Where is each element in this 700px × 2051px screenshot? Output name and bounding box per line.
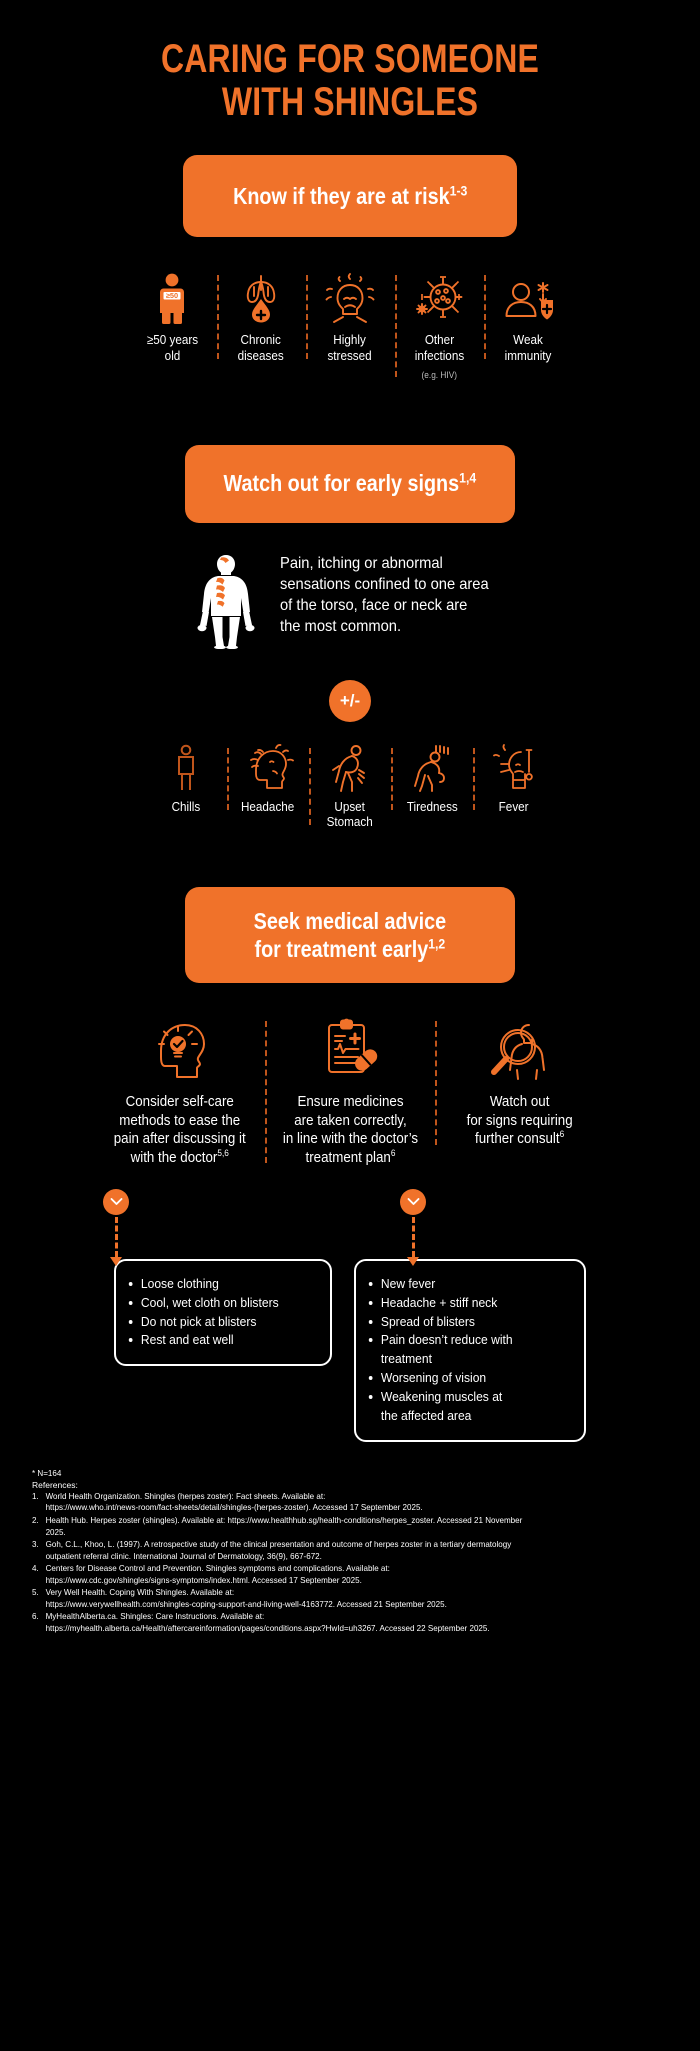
references-section: * N=164 References: World Health Organiz… [32,1468,672,1635]
early-signs-body-block: Pain, itching or abnormal sensations con… [0,553,700,654]
list-item: Loose clothing [126,1275,301,1294]
magnifier-body-icon [485,1017,555,1083]
reference-item: Very Well Health. Coping With Shingles. … [32,1586,447,1609]
person-age-50-icon: ≥50 [152,271,192,325]
advice-self-care: Consider self-care methods to ease the p… [95,1017,265,1167]
early-signs-body-text: Pain, itching or abnormal sensations con… [279,554,489,635]
risk-factors-row: ≥50 ≥50 years old [0,271,700,380]
list-item: New fever [366,1275,554,1294]
dashed-line [114,1216,118,1257]
symptom-headache: Headache [227,743,309,814]
symptom-chills-label: Chills [171,798,201,814]
reference-item: Goh, C.L., Khoo, L. (1997). A retrospect… [32,1538,512,1561]
clipboard-pill-icon [319,1017,381,1083]
symptom-tiredness-label: Tiredness [406,798,458,814]
symptom-fever-label: Fever [499,798,529,814]
symptom-chills: Chills [145,744,227,814]
reference-item: Centers for Disease Control and Preventi… [32,1562,390,1585]
arrow-head [110,1256,122,1266]
risk-item-chronic: Chronic diseases [216,271,306,363]
advice-medicines: Ensure medicines are taken correctly, in… [265,1017,435,1167]
advice-medicines-text: Ensure medicines are taken correctly, in… [282,1094,418,1166]
section-3-heading-pill: Seek medical advice for treatment early1… [185,887,515,984]
dashed-line [411,1216,415,1257]
advice-further-consult: Watch out for signs requiring further co… [435,1017,605,1148]
chevron-down-icon[interactable] [400,1188,426,1215]
risk-item-infections: Other infections (e.g. HIV) [394,271,484,381]
section-3-heading-line-1: Seek medical advice [253,908,447,935]
advice-further-consult-text: Watch out for signs requiring further co… [466,1094,574,1148]
list-item: Headache + stiff neck [366,1294,554,1313]
arrow-head [407,1256,419,1266]
list-item: Rest and eat well [126,1331,301,1350]
symptom-fever: Fever [473,743,555,814]
reference-item: World Health Organization. Shingles (her… [32,1490,423,1513]
risk-item-chronic-label: Chronic diseases [237,332,285,363]
connector-right [400,1188,426,1266]
early-symptoms-row: Chills Headache [0,743,700,830]
upset-stomach-icon [328,744,372,792]
risk-item-stress: Highly stressed [305,271,395,363]
sample-size-note: * N=164 [32,1467,62,1478]
section-1-heading-sup: 1-3 [449,183,468,200]
page-title: CARING FOR SOMEONE WITH SHINGLES [70,0,630,124]
reference-item: MyHealthAlberta.ca. Shingles: Care Instr… [32,1610,490,1633]
risk-item-age-label: ≥50 years old [146,332,198,363]
list-item: Cool, wet cloth on blisters [126,1294,301,1313]
list-item: Worsening of vision [366,1369,554,1388]
section-1-heading: Know if they are at risk [232,182,450,209]
list-item: Do not pick at blisters [126,1313,301,1332]
symptom-upset-stomach: Upset Stomach [309,744,391,830]
section-3-heading-line-2: for treatment early [254,936,429,963]
risk-item-age: ≥50 ≥50 years old [128,271,217,363]
title-line-2: WITH SHINGLES [221,80,479,125]
chevron-down-icon[interactable] [103,1188,129,1215]
risk-item-immunity: Weak immunity [483,271,573,363]
risk-item-stress-label: Highly stressed [327,332,373,363]
list-item: Pain doesn’t reduce with treatment [366,1331,554,1369]
risk-item-infections-label: Other infections [414,332,464,363]
reference-item: Health Hub. Herpes zoster (shingles). Av… [32,1514,523,1537]
list-item: Weakening muscles at the affected area [366,1388,554,1426]
weak-immunity-shield-icon [503,271,553,325]
section-2-heading-pill: Watch out for early signs1,4 [185,444,515,523]
tiredness-icon [409,744,455,792]
title-line-1: CARING FOR SOMEONE [160,37,540,81]
connector-left [103,1188,129,1266]
list-item: Spread of blisters [366,1313,554,1332]
connector-arrows [0,1167,700,1266]
advice-self-care-text: Consider self-care methods to ease the p… [114,1094,246,1166]
risk-item-infections-sub: (e.g. HIV) [421,370,457,381]
risk-item-immunity-label: Weak immunity [504,332,552,363]
section-3-heading-sup: 1,2 [428,936,446,953]
chills-person-icon [169,744,203,792]
symptom-tiredness: Tiredness [391,744,473,814]
symptom-headache-label: Headache [241,798,295,814]
fever-thermometer-icon [491,743,537,792]
lungs-blood-drop-icon [238,271,284,325]
section-1-heading-pill: Know if they are at risk1-3 [183,155,517,238]
human-torso-rash-icon [194,553,258,654]
section-2-heading: Watch out for early signs [223,470,460,497]
head-lightbulb-check-icon [147,1017,213,1083]
stressed-head-icon [324,271,376,325]
section-2-heading-sup: 1,4 [459,470,477,487]
svg-text:≥50: ≥50 [166,292,178,301]
plus-minus-badge: +/- [329,679,371,722]
treatment-advice-row: Consider self-care methods to ease the p… [0,1017,700,1167]
headache-head-icon [242,743,294,792]
references-label: References: [32,1479,78,1490]
symptom-upset-stomach-label: Upset Stomach [326,798,374,829]
references-list: World Health Organization. Shingles (her… [32,1491,672,1635]
virus-icon [412,271,466,325]
